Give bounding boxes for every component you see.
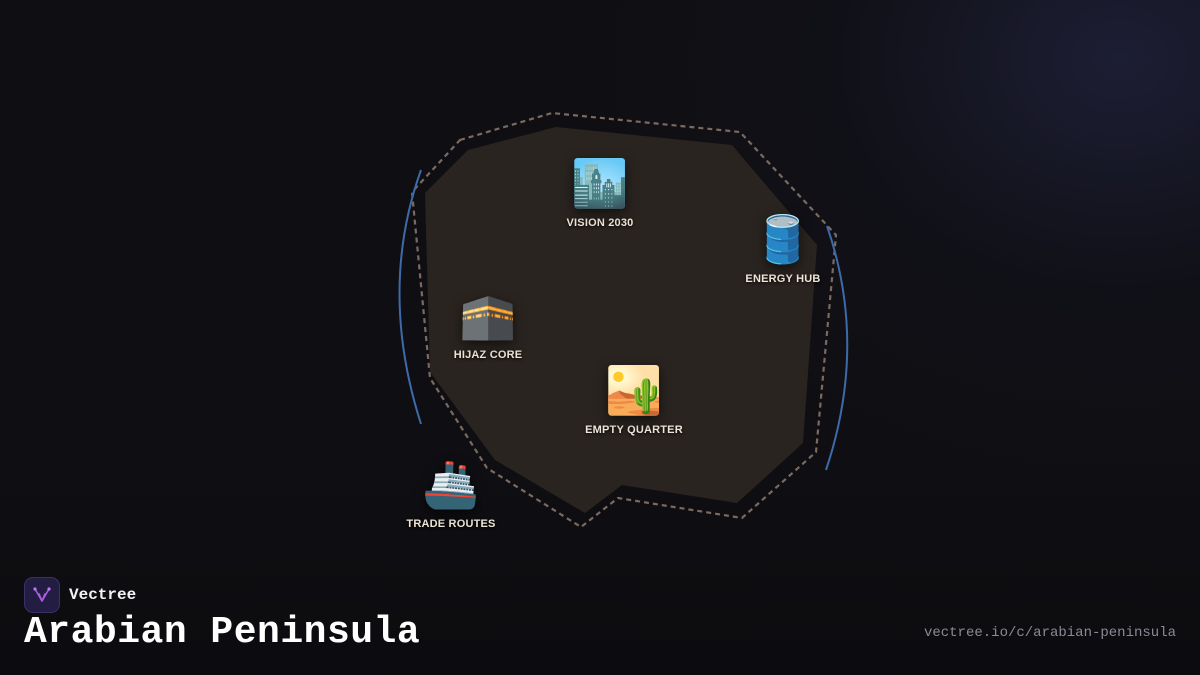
peninsula-border [410,111,838,529]
marker-label: VISION 2030 [566,217,634,229]
page-url[interactable]: vectree.io/c/arabian-peninsula [923,625,1176,641]
marker-vision-2030[interactable]: 🏙️ VISION 2030 [566,157,633,229]
marker-label: EMPTY QUARTER [585,424,683,436]
peninsula-landmass [425,127,817,513]
desert-icon: 🏜️ [605,363,663,417]
marker-label: ENERGY HUB [745,273,821,285]
brand-name: Vectree [69,586,137,604]
marker-hijaz-core[interactable]: 🕋 HIJAZ CORE [454,289,523,361]
marker-empty-quarter[interactable]: 🏜️ EMPTY QUARTER [585,364,683,436]
marker-label: HIJAZ CORE [453,349,523,361]
east-coast-arc [825,225,849,471]
page-title: Arabian Peninsula [24,611,421,654]
west-coast-arc [398,169,422,425]
ship-icon: 🚢 [422,457,480,511]
vectree-logo-icon [24,577,60,613]
brand[interactable]: Vectree [24,577,136,613]
marker-trade-routes[interactable]: 🚢 TRADE ROUTES [406,458,495,530]
marker-energy-hub[interactable]: 🛢️ ENERGY HUB [745,213,820,285]
marker-label: TRADE ROUTES [406,518,496,530]
cityscape-icon: 🏙️ [571,156,629,210]
oil-drum-icon: 🛢️ [754,212,812,266]
kaaba-icon: 🕋 [459,288,517,342]
